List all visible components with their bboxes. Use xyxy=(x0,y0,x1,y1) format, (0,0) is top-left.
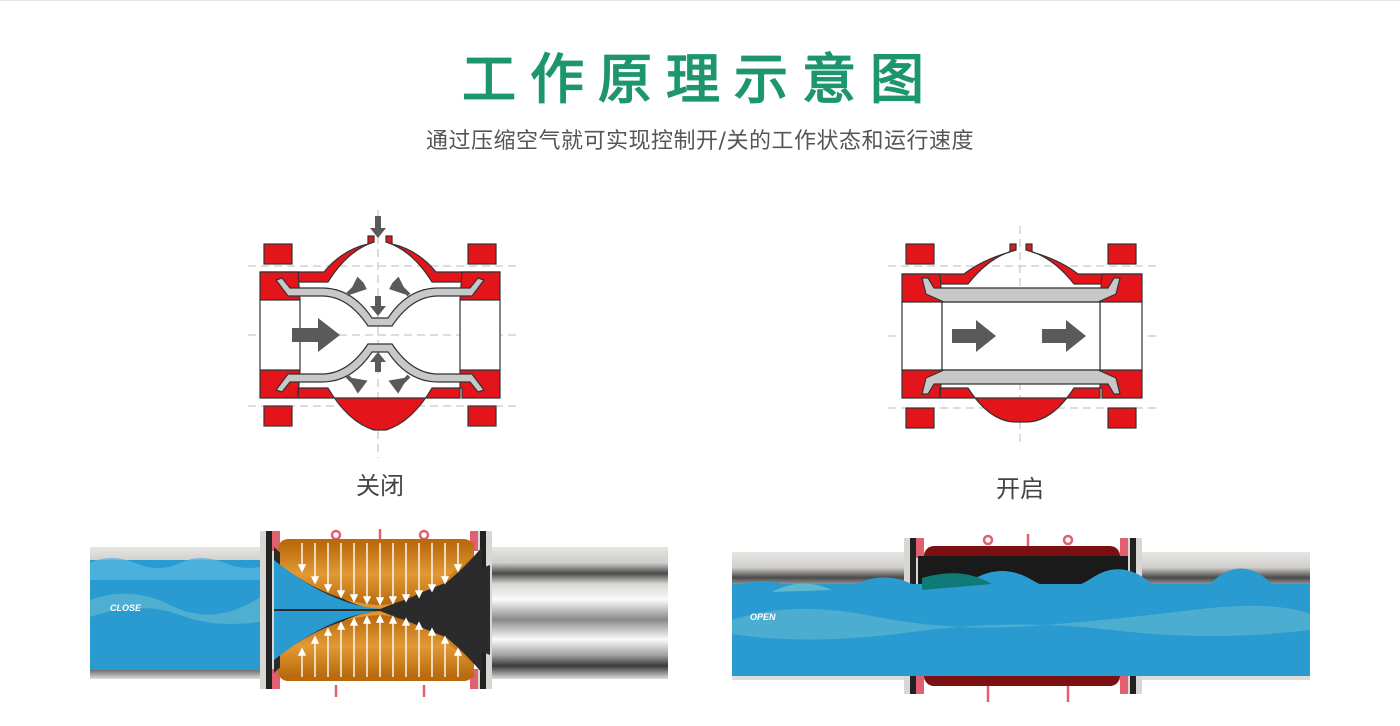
closed-valve-schematic xyxy=(248,210,516,458)
closed-label: 关闭 xyxy=(356,472,404,500)
page-title: 工作原理示意图 xyxy=(462,47,938,111)
open-valve-illustration: OPEN xyxy=(732,534,1310,702)
top-divider xyxy=(0,0,1400,1)
closed-valve-illustration: CLOSE xyxy=(90,529,668,697)
close-text: CLOSE xyxy=(110,603,142,613)
open-label: 开启 xyxy=(996,475,1044,503)
open-valve-schematic xyxy=(888,226,1156,444)
open-text: OPEN xyxy=(750,612,776,622)
page-subtitle: 通过压缩空气就可实现控制开/关的工作状态和运行速度 xyxy=(426,129,974,154)
